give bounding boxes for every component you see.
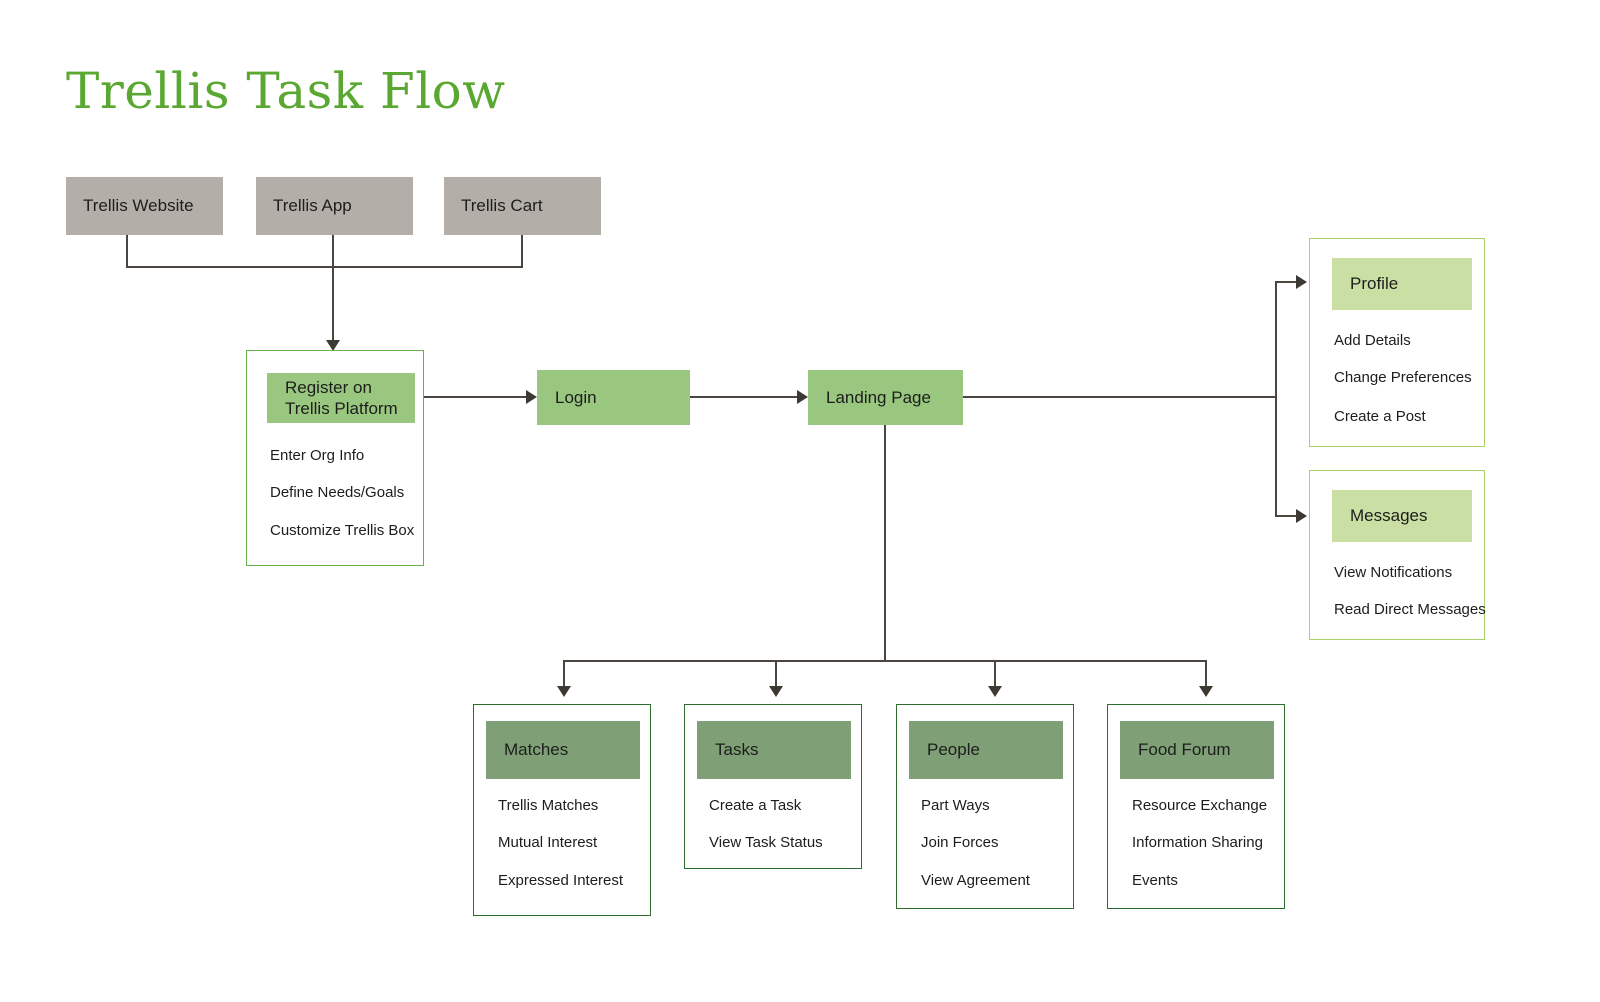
connector-to-tasks [775, 660, 777, 690]
card-people-option[interactable]: Join Forces [921, 834, 999, 851]
card-matches-option[interactable]: Trellis Matches [498, 797, 599, 814]
card-register-header: Register on Trellis Platform [267, 373, 415, 423]
connector-to-food-forum [1205, 660, 1207, 690]
card-profile[interactable]: Profile Add Details Change Preferences C… [1309, 238, 1485, 447]
node-trellis-cart[interactable]: Trellis Cart [444, 177, 601, 235]
arrowhead-to-messages [1296, 509, 1307, 523]
card-food-forum[interactable]: Food Forum Resource Exchange Information… [1107, 704, 1285, 909]
card-matches-option[interactable]: Mutual Interest [498, 834, 598, 851]
card-messages[interactable]: Messages View Notifications Read Direct … [1309, 470, 1486, 640]
arrowhead-to-landing [797, 390, 808, 404]
connector-website-drop [126, 235, 128, 267]
connector-right-bus [1275, 281, 1277, 517]
card-messages-option[interactable]: Read Direct Messages [1334, 601, 1486, 618]
node-trellis-app[interactable]: Trellis App [256, 177, 413, 235]
card-tasks-option[interactable]: Create a Task [709, 797, 802, 814]
arrowhead-to-matches [557, 686, 571, 697]
connector-to-people [994, 660, 996, 690]
connector-landing-drop [884, 425, 886, 661]
connector-bottom-bus [563, 660, 1206, 662]
card-food-forum-header: Food Forum [1120, 721, 1274, 779]
connector-to-messages [1275, 515, 1299, 517]
card-food-forum-option[interactable]: Information Sharing [1132, 834, 1263, 851]
page-title: Trellis Task Flow [66, 62, 506, 120]
arrowhead-to-people [988, 686, 1002, 697]
node-login[interactable]: Login [537, 370, 690, 425]
card-profile-option[interactable]: Change Preferences [1334, 369, 1472, 386]
connector-app-to-register [332, 235, 334, 345]
arrowhead-to-food-forum [1199, 686, 1213, 697]
connector-sources-bus [126, 266, 523, 268]
card-people-option[interactable]: Part Ways [921, 797, 990, 814]
arrowhead-to-register [326, 340, 340, 351]
card-tasks[interactable]: Tasks Create a Task View Task Status [684, 704, 862, 869]
arrowhead-to-profile [1296, 275, 1307, 289]
card-food-forum-option[interactable]: Resource Exchange [1132, 797, 1268, 814]
connector-landing-to-right-bus [963, 396, 1276, 398]
card-profile-option[interactable]: Create a Post [1334, 408, 1426, 425]
card-matches-header: Matches [486, 721, 640, 779]
card-register-option[interactable]: Define Needs/Goals [270, 484, 405, 501]
card-register-option[interactable]: Customize Trellis Box [270, 522, 415, 539]
card-matches[interactable]: Matches Trellis Matches Mutual Interest … [473, 704, 651, 916]
card-people[interactable]: People Part Ways Join Forces View Agreem… [896, 704, 1074, 909]
connector-login-to-landing [690, 396, 800, 398]
arrowhead-to-tasks [769, 686, 783, 697]
card-matches-option[interactable]: Expressed Interest [498, 872, 624, 889]
card-messages-header: Messages [1332, 490, 1472, 542]
card-food-forum-option[interactable]: Events [1132, 872, 1178, 889]
card-register-option[interactable]: Enter Org Info [270, 447, 365, 464]
card-register[interactable]: Register on Trellis Platform Enter Org I… [246, 350, 424, 566]
card-profile-option[interactable]: Add Details [1334, 332, 1411, 349]
connector-cart-drop [521, 235, 523, 267]
arrowhead-to-login [526, 390, 537, 404]
node-trellis-website[interactable]: Trellis Website [66, 177, 223, 235]
card-profile-header: Profile [1332, 258, 1472, 310]
card-people-option[interactable]: View Agreement [921, 872, 1030, 889]
card-tasks-option[interactable]: View Task Status [709, 834, 823, 851]
node-landing-page[interactable]: Landing Page [808, 370, 963, 425]
connector-to-matches [563, 660, 565, 690]
card-messages-option[interactable]: View Notifications [1334, 564, 1453, 581]
connector-to-profile [1275, 281, 1299, 283]
card-people-header: People [909, 721, 1063, 779]
connector-register-to-login [424, 396, 529, 398]
card-tasks-header: Tasks [697, 721, 851, 779]
